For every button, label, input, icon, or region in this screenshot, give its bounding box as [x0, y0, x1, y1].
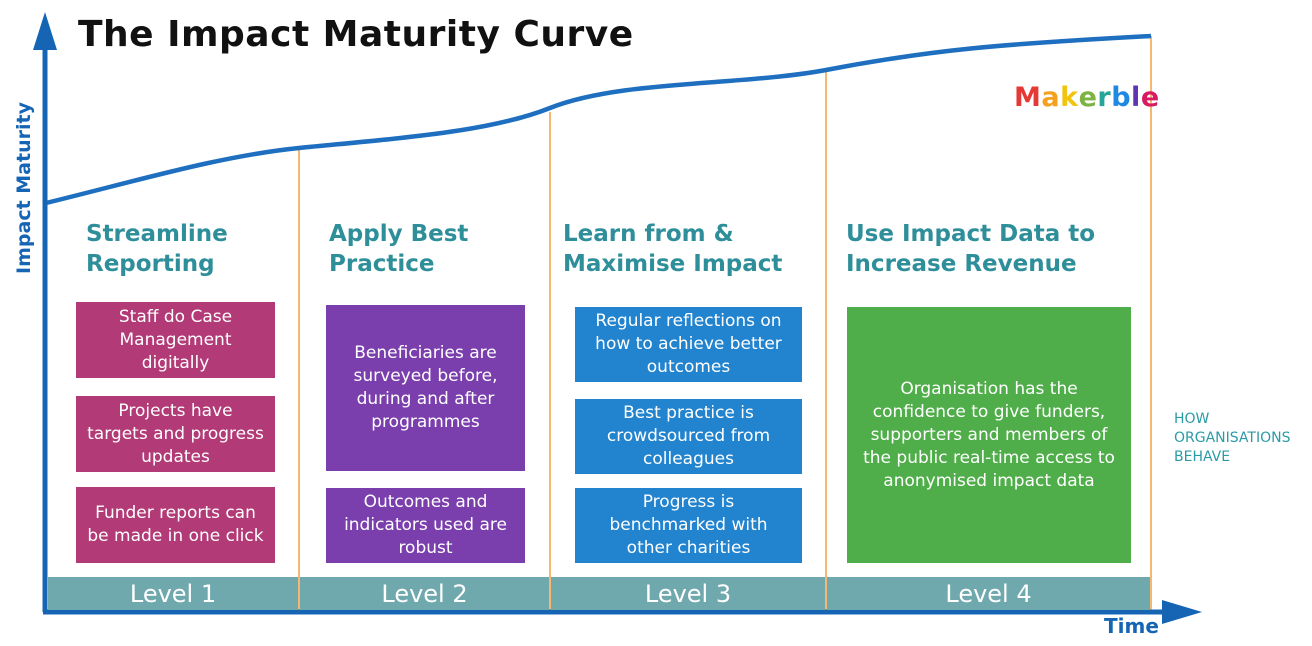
logo-letter: l	[1131, 82, 1141, 113]
logo-letter: M	[1014, 82, 1042, 113]
logo-letter: a	[1041, 82, 1061, 113]
x-axis-arrow	[1162, 600, 1202, 624]
level-3-box-2: Best practice is crowdsourced from colle…	[575, 399, 802, 474]
level-1-bar: Level 1	[48, 577, 298, 610]
level-1-box-1: Staff do Case Management digitally	[76, 302, 275, 378]
level-3-heading: Learn from & Maximise Impact	[563, 221, 783, 277]
level-3-bar: Level 3	[551, 577, 825, 610]
logo-letter: b	[1111, 82, 1132, 113]
level-4-bar: Level 4	[827, 577, 1150, 610]
level-1-box-2: Projects have targets and progress updat…	[76, 396, 275, 472]
y-axis-arrow	[33, 12, 57, 50]
side-note: HOW ORGANISATIONS BEHAVE	[1174, 411, 1291, 465]
x-axis-label: Time	[1104, 614, 1159, 638]
level-2-heading: Apply Best Practice	[329, 221, 469, 277]
level-1-box-3: Funder reports can be made in one click	[76, 487, 275, 563]
maturity-curve	[45, 33, 1152, 206]
level-3-box-3: Progress is benchmarked with other chari…	[575, 488, 802, 563]
level-2-bar: Level 2	[300, 577, 549, 610]
logo-letter: e	[1140, 82, 1160, 113]
level-4-heading: Use Impact Data to Increase Revenue	[846, 221, 1096, 277]
makerble-logo: Makerble	[1014, 82, 1160, 113]
page-title: The Impact Maturity Curve	[78, 14, 634, 55]
logo-letter: r	[1097, 82, 1112, 113]
level-1-heading: Streamline Reporting	[86, 221, 228, 277]
level-4-box-1: Organisation has the confidence to give …	[847, 307, 1131, 563]
logo-letter: e	[1078, 82, 1098, 113]
level-2-box-2: Outcomes and indicators used are robust	[326, 488, 525, 563]
y-axis-label: Impact Maturity	[13, 102, 35, 274]
level-3-box-1: Regular reflections on how to achieve be…	[575, 307, 802, 382]
logo-letter: k	[1060, 82, 1079, 113]
level-2-box-1: Beneficiaries are surveyed before, durin…	[326, 305, 525, 471]
